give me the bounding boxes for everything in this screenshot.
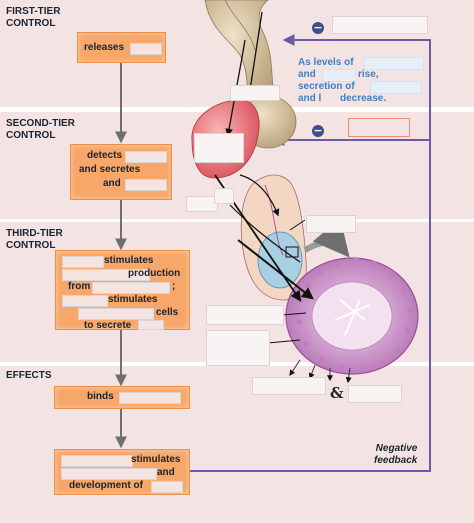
third-tier-box: stimulates production from ; stimulates … [55,250,190,331]
first-tier-mask [130,43,162,55]
effects-mask-1 [61,455,133,467]
note-line-3: secretion of [298,81,355,92]
first-tier-box: releases [77,32,166,63]
third-tier-mask-2 [62,269,150,281]
second-tier-and: and [103,178,121,189]
note-mask-3 [370,81,422,94]
third-tier-stimulates-2: stimulates [108,294,158,305]
effects-mask-3 [151,481,183,493]
effects-binds-box: binds [54,386,190,409]
note-line-2a: and [298,69,316,80]
second-tier-secretes: and secretes [79,164,141,175]
third-tier-mask-1 [62,256,104,268]
hidden-label-cell-upper [206,305,284,325]
note-mask-2 [322,69,356,82]
hidden-label-middle-right [348,118,410,137]
third-tier-semicolon: ; [172,281,176,292]
third-tier-to-secrete: to secrete [84,320,132,331]
hidden-label-top-right [332,16,428,34]
hidden-label-epididymis [306,215,356,233]
third-tier-label: THIRD-TIER CONTROL [6,228,63,251]
third-tier-mask-3 [92,282,170,294]
hidden-label-hormone-left [186,196,218,212]
first-tier-releases: releases [84,42,125,53]
note-line-2b: rise, [358,69,379,80]
hidden-label-product-right [348,385,402,403]
negative-feedback-label: Negative feedback [374,443,418,466]
note-mask-1 [364,57,424,70]
hidden-label-hormone-right [214,188,234,204]
negative-sign-top: − [312,21,324,34]
third-tier-production: production [128,268,181,279]
negative-sign-middle: − [312,124,324,137]
third-tier-stimulates-1: stimulates [104,255,154,266]
feedback-loop-line [187,34,431,472]
third-tier-mask-4 [62,295,108,307]
effects-binds-mask [119,392,181,404]
note-line-1: As levels of [298,57,354,68]
ampersand: & [330,384,344,402]
third-tier-cells: cells [156,307,179,318]
third-tier-from: from [68,281,91,292]
note-line-4a: and l [298,93,322,104]
note-line-4b: decrease. [340,93,387,104]
effects-development-of: development of [69,480,143,491]
hidden-label-cell-lower [206,330,270,366]
effects-stimulates: stimulates [131,454,181,465]
first-tier-label: FIRST-TIER CONTROL [6,6,61,29]
second-tier-mask-1 [125,151,167,163]
second-tier-label: SECOND-TIER CONTROL [6,118,75,141]
effects-and: and [157,467,175,478]
second-tier-mask-2 [125,179,167,191]
effects-label: EFFECTS [6,370,52,381]
third-tier-mask-6 [138,320,164,330]
hidden-label-pituitary-stalk [230,85,280,101]
second-tier-detects: detects [87,150,123,161]
effects-mask-2 [61,468,157,480]
hidden-label-pituitary [194,133,244,163]
third-tier-mask-5 [78,308,154,320]
hidden-label-product-left [252,377,326,395]
second-tier-box: detects and secretes and [70,144,172,200]
effects-binds: binds [87,391,114,402]
effects-development-box: stimulates and development of [54,449,190,495]
